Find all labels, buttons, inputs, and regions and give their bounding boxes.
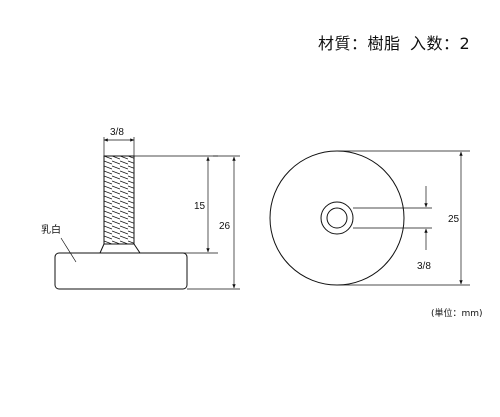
thread-size-label: 3/8 — [110, 127, 124, 138]
material-note-label: 乳白 — [41, 223, 61, 236]
outer-disc — [269, 150, 405, 286]
overall-dim-label: 26 — [219, 221, 231, 232]
material-spec: 材質：樹脂 — [318, 34, 401, 53]
quantity-spec: 入数：2 — [410, 34, 471, 53]
diameter-dim-label: 25 — [448, 214, 460, 225]
side-view — [54, 137, 240, 290]
stud-neck — [99, 243, 141, 254]
height-dim-label: 15 — [194, 201, 206, 212]
material-leader — [60, 237, 77, 263]
threaded-stud — [103, 155, 135, 245]
base-body — [54, 252, 188, 290]
hole-size-label: 3/8 — [417, 261, 431, 272]
top-view — [269, 150, 470, 286]
hole-outer-ring — [320, 201, 354, 235]
units-note: (単位：mm) — [431, 309, 483, 319]
hole-inner — [326, 207, 348, 229]
